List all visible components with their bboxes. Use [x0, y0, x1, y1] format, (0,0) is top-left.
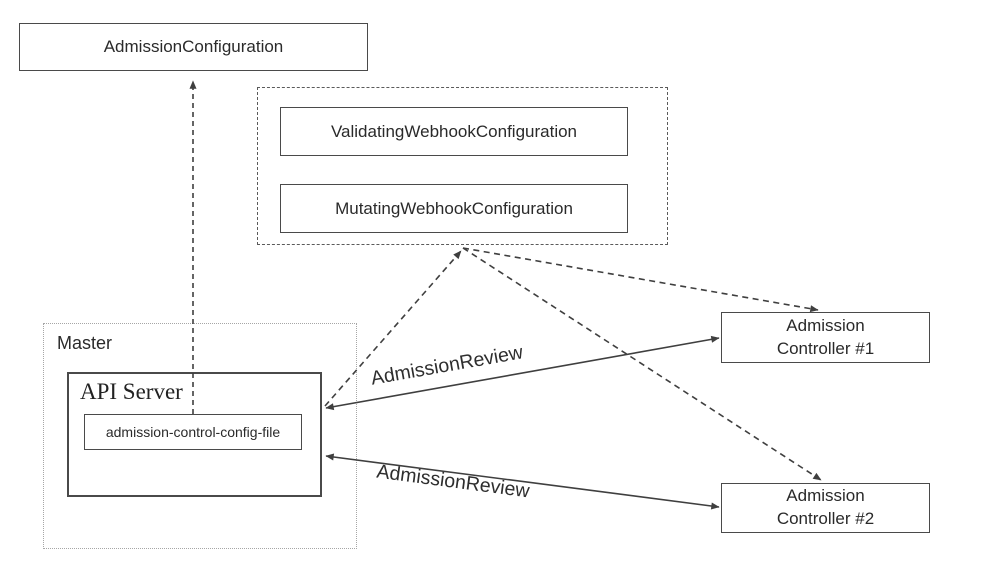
webhook-configurations-group-box [257, 87, 668, 245]
admission-controller-2-node: Admission Controller #2 [721, 483, 930, 533]
master-group-box [43, 323, 357, 549]
edge-webhook-configs-to-controller-1 [462, 247, 819, 313]
validating-webhook-configuration-node: ValidatingWebhookConfiguration [280, 107, 628, 156]
admission-controller-1-node: Admission Controller #1 [721, 312, 930, 363]
api-server-label: API Server [80, 379, 183, 404]
admission-review-label-1: AdmissionReview [369, 341, 525, 390]
mutating-webhook-configuration-node: MutatingWebhookConfiguration [280, 184, 628, 233]
admission-review-label-2: AdmissionReview [375, 460, 531, 503]
admission-configuration-node: AdmissionConfiguration [19, 23, 368, 71]
admission-control-config-file-node: admission-control-config-file [84, 414, 302, 450]
master-group-label: Master [57, 333, 113, 353]
